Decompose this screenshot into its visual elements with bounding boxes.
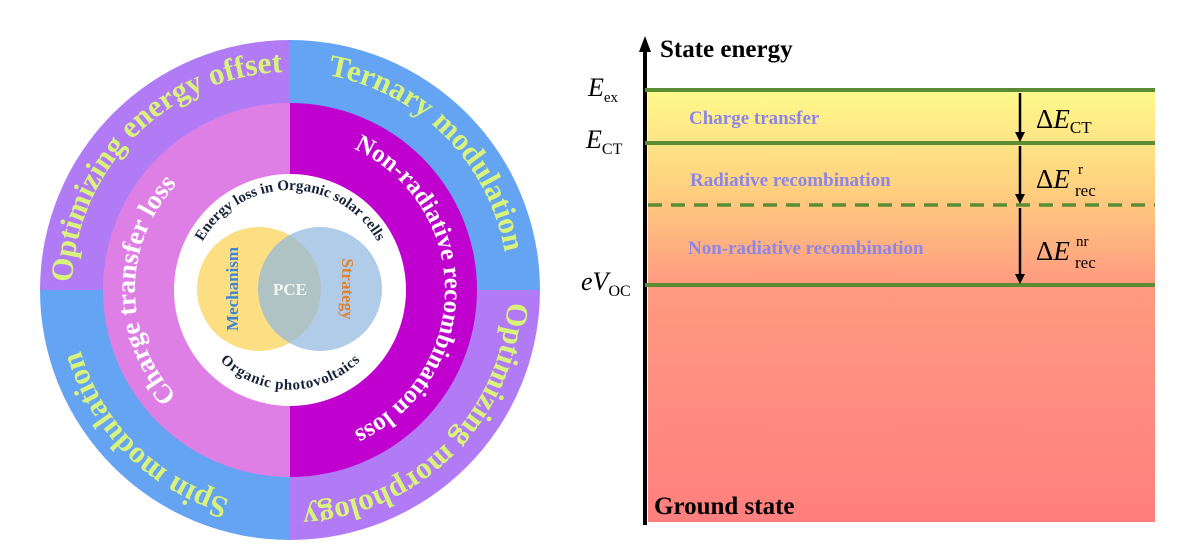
delta-rad-label: ΔE [1036, 164, 1070, 194]
axis-title: State energy [660, 36, 793, 63]
delta-rad-sub: rec [1075, 181, 1096, 200]
band-area [648, 90, 1155, 522]
venn-strategy [258, 227, 382, 351]
arrow-nonrad-head-icon [1015, 274, 1025, 284]
level-voc-label: eVOC [581, 267, 631, 300]
arrow-ct-head-icon [1015, 132, 1025, 142]
band-label-radiative: Radiative recombination [690, 170, 891, 191]
strategy-wheel: Optimizing energy offset Ternary modulat… [40, 40, 540, 540]
band-label-charge-transfer: Charge transfer [689, 108, 820, 129]
pce-label: PCE [273, 280, 307, 299]
delta-ct-label: ΔECT [1036, 104, 1092, 137]
ground-state-label: Ground state [654, 493, 795, 520]
level-ex-label: Eex [587, 73, 619, 106]
delta-nonrad-label: ΔE [1036, 236, 1070, 266]
band-label-nonradiative: Non-radiative recombination [688, 238, 924, 259]
strategy-label: Strategy [338, 258, 357, 320]
energy-level-diagram: State energy Eex ECT eVOC Charge transfe… [581, 36, 1155, 525]
delta-nonrad-sup: nr [1076, 234, 1089, 250]
mechanism-label: Mechanism [223, 247, 242, 331]
delta-rad-sup: r [1078, 162, 1083, 178]
delta-nonrad-sub: rec [1075, 253, 1096, 272]
axis-arrow-icon [639, 36, 651, 52]
level-ct-label: ECT [585, 125, 623, 158]
arrow-rad-head-icon [1015, 194, 1025, 204]
